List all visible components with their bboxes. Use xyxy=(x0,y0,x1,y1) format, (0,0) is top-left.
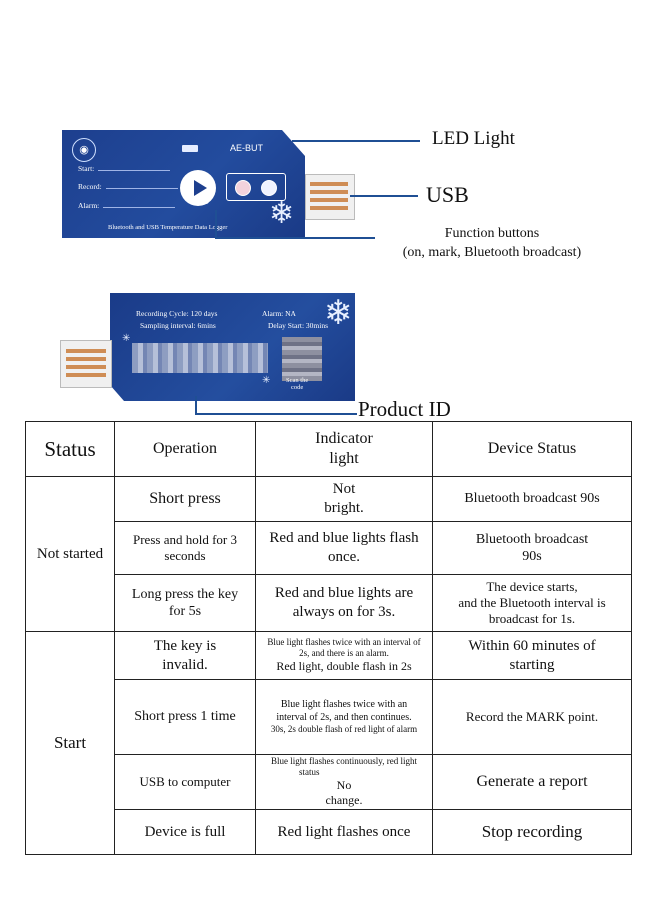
blue-led-icon xyxy=(261,180,277,196)
device-status-cell: The device starts, and the Bluetooth int… xyxy=(432,574,632,632)
usb-label: USB xyxy=(426,182,469,207)
group-start: Start xyxy=(25,630,115,856)
button-callout-line-h xyxy=(215,237,375,239)
function-button-icon xyxy=(180,170,216,206)
table-row: Long press the key for 5s Red and blue l… xyxy=(26,574,632,632)
small-snowflake-icon: ✳ xyxy=(122,333,131,344)
operation-cell: Long press the key for 5s xyxy=(114,574,256,632)
function-buttons-label: Function buttons (on, mark, Bluetooth br… xyxy=(402,226,582,260)
indicator-cell: Not bright. xyxy=(255,476,433,522)
button-callout-line-v xyxy=(215,210,217,238)
table-row: Not started Short press Not bright. Blue… xyxy=(25,476,632,632)
device-status-cell: Bluetooth broadcast 90s xyxy=(432,476,632,522)
led-callout-line xyxy=(292,140,420,142)
small-snowflake-icon: ✳ xyxy=(262,375,271,386)
indicator-cell: Blue light flashes continuously, red lig… xyxy=(255,753,433,811)
usb-callout-line xyxy=(350,195,418,197)
led-light-label: LED Light xyxy=(432,128,515,149)
led-window xyxy=(226,173,286,201)
product-id-label: Product ID xyxy=(358,397,451,421)
table-row: Device is full Red light flashes once St… xyxy=(26,809,632,856)
table-row: Start The key is invalid. Blue light fla… xyxy=(25,630,632,856)
device-status-cell: Generate a report xyxy=(432,753,632,811)
device-status-cell: Record the MARK point. xyxy=(432,679,632,755)
table-row: Press and hold for 3 seconds Red and blu… xyxy=(26,521,632,575)
product-id-callout-line-v xyxy=(195,396,197,414)
start-field: Start: xyxy=(78,164,170,173)
indicator-cell: Blue light flashes twice with an interva… xyxy=(255,631,433,680)
operation-cell: Device is full xyxy=(114,809,256,856)
alarm-field: Alarm: xyxy=(78,201,175,210)
operation-cell: USB to computer xyxy=(114,753,256,811)
device-status-cell: Bluetooth broadcast 90s xyxy=(432,521,632,575)
snowflake-icon: ❄ xyxy=(324,295,353,332)
alarm-text: Alarm: NA xyxy=(262,309,296,318)
snowflake-icon: ❄ xyxy=(269,197,295,230)
scan-code-text: Scan the code xyxy=(286,377,309,392)
model-label: AE-BUT xyxy=(230,143,264,153)
indicator-cell: Blue light flashes twice with an interva… xyxy=(255,679,433,755)
indicator-dot xyxy=(203,198,209,204)
logger-back-image: Recording Cycle: 120 days Alarm: NA Samp… xyxy=(110,293,355,401)
device-caption: Bluetooth and USB Temperature Data Logge… xyxy=(108,224,228,231)
product-id-barcode xyxy=(132,343,268,373)
record-field: Record: xyxy=(78,182,178,191)
header-indicator-light: Indicator light xyxy=(255,421,433,477)
indicator-cell: Red and blue lights flash once. xyxy=(255,521,433,575)
group-not-started: Not started xyxy=(25,476,115,632)
indicator-cell: Red light flashes once xyxy=(255,809,433,856)
brand-logo-icon: ◉ xyxy=(72,138,96,162)
operation-cell: The key is invalid. xyxy=(114,631,256,680)
device-status-cell: Stop recording xyxy=(432,809,632,856)
usb-connector-image xyxy=(60,340,112,388)
sampling-interval-text: Sampling interval: 6mins xyxy=(140,321,216,330)
recording-cycle-text: Recording Cycle: 120 days xyxy=(136,309,218,318)
red-led-icon xyxy=(235,180,251,196)
delay-start-text: Delay Start: 30mins xyxy=(268,321,328,330)
table-row: USB to computer Blue light flashes conti… xyxy=(26,753,632,811)
operation-cell: Short press 1 time xyxy=(114,679,256,755)
product-id-callout-line-h xyxy=(195,413,357,415)
function-spec-table: Status Operation Indicator light Device … xyxy=(25,421,632,856)
operation-cell: Short press xyxy=(114,476,256,522)
operation-cell: Press and hold for 3 seconds xyxy=(114,521,256,575)
table-row: Short press 1 time Blue light flashes tw… xyxy=(26,679,632,755)
header-status: Status xyxy=(25,421,115,477)
device-status-cell: Within 60 minutes of starting xyxy=(432,631,632,680)
qr-code xyxy=(282,337,322,381)
table-header-row: Status Operation Indicator light Device … xyxy=(25,421,632,477)
usb-connector-image xyxy=(305,174,355,220)
header-operation: Operation xyxy=(114,421,256,477)
header-device-status: Device Status xyxy=(432,421,632,477)
indicator-cell: Red and blue lights are always on for 3s… xyxy=(255,574,433,632)
logger-front-image: ◉ AE-BUT Start: Record: Alarm: ❄ Bluetoo… xyxy=(62,130,305,238)
bluetooth-usb-icon xyxy=(182,145,198,152)
